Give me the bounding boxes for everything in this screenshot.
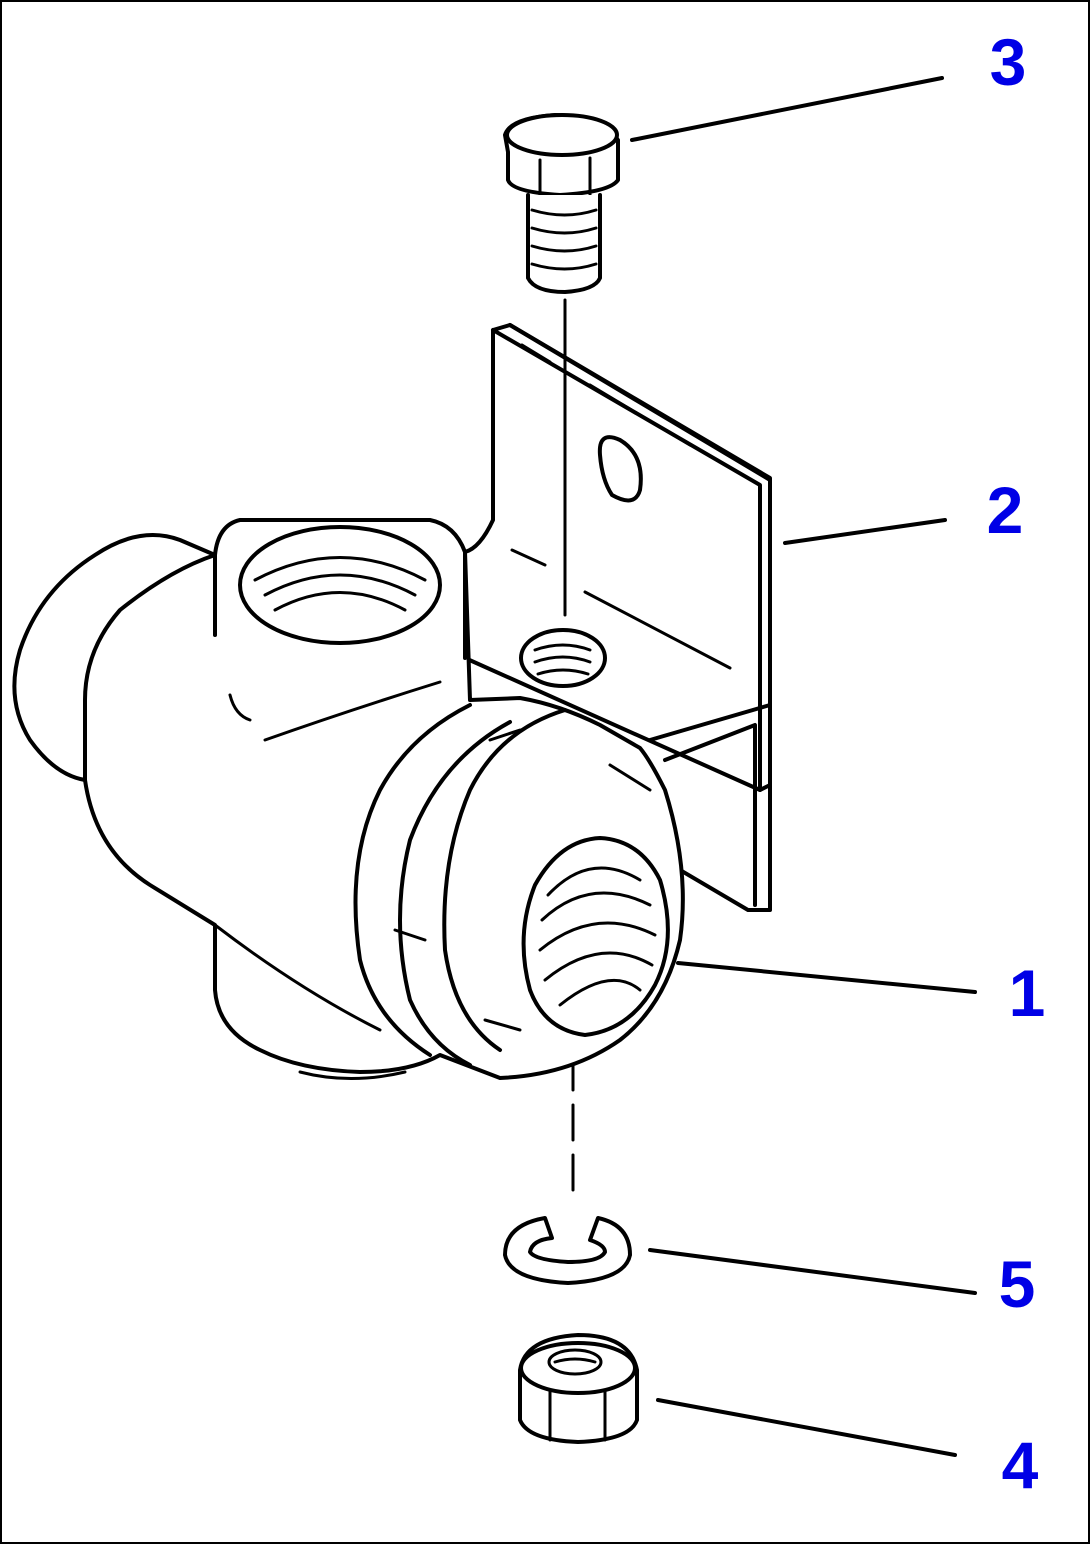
callout-5: 5 bbox=[999, 1247, 1036, 1321]
bracket-icon bbox=[463, 323, 772, 912]
leader-line-5 bbox=[648, 1248, 977, 1295]
nut-icon bbox=[518, 1333, 639, 1444]
leader-line-1 bbox=[676, 961, 977, 994]
lock-washer-icon bbox=[503, 1216, 632, 1285]
leader-line-3 bbox=[630, 76, 944, 142]
callout-4: 4 bbox=[1002, 1428, 1039, 1502]
callout-labels: 3 2 1 5 4 bbox=[987, 25, 1046, 1502]
callout-2: 2 bbox=[987, 473, 1024, 547]
bolt-icon bbox=[503, 113, 620, 294]
callout-3: 3 bbox=[990, 25, 1027, 99]
leader-line-2 bbox=[783, 518, 947, 545]
leader-lines bbox=[630, 76, 977, 1457]
callout-1: 1 bbox=[1009, 956, 1046, 1030]
leader-line-4 bbox=[656, 1398, 957, 1457]
center-axis-line bbox=[563, 298, 575, 1192]
valve-body-icon bbox=[12, 518, 685, 1080]
